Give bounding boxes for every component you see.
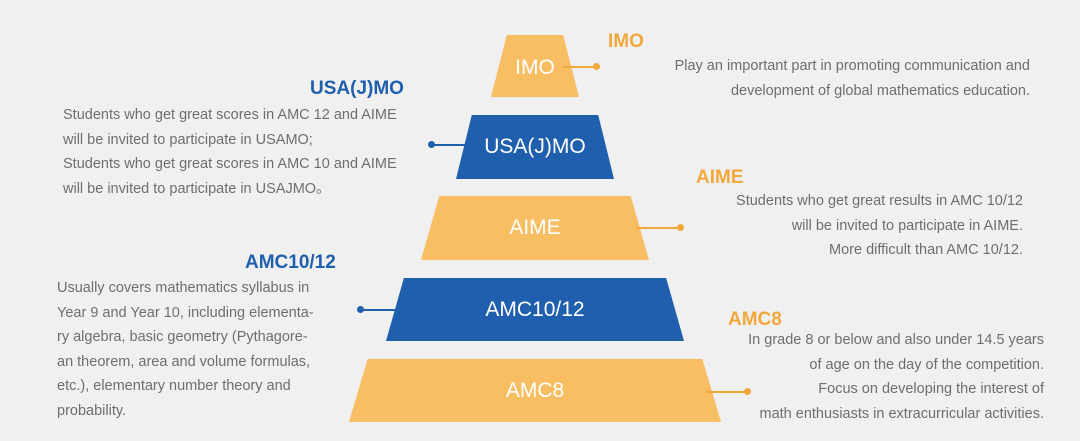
tier-usajmo-label: USA(J)MO <box>484 135 586 158</box>
aime-line: More difficult than AMC 10/12. <box>829 242 1023 258</box>
amc8-line: In grade 8 or below and also under 14.5 … <box>748 332 1044 348</box>
tier-amc1012-label: AMC10/12 <box>485 297 585 321</box>
amc1012-line: Usually covers mathematics syllabus in <box>57 280 310 296</box>
imo-line: Play an important part in promoting comm… <box>674 58 1030 74</box>
imo-connector <box>563 66 597 68</box>
tier-amc8-label: AMC8 <box>505 378 565 402</box>
aime-connector <box>636 227 682 229</box>
aime-line: will be invited to participate in AIME. <box>791 217 1023 234</box>
amc1012-connector <box>361 309 397 311</box>
imo-line: development of global mathematics educat… <box>730 82 1030 99</box>
imo-title: IMO <box>608 31 644 52</box>
amc8-line: Focus on developing the interest of <box>818 381 1044 397</box>
tier-amc8: AMC8 <box>349 359 721 422</box>
usajmo-line: will be invited to participate in USAJMO… <box>63 180 331 197</box>
amc8-dot <box>744 387 751 395</box>
aime-title: AIME <box>696 167 744 188</box>
aime-description: Students who get great results in AMC 10… <box>736 189 1023 263</box>
usajmo-title: USA(J)MO <box>310 78 404 99</box>
tier-usajmo: USA(J)MO <box>456 115 614 179</box>
amc1012-title: AMC10/12 <box>245 252 336 273</box>
amc1012-dot <box>357 306 364 313</box>
usajmo-description: Students who get great scores in AMC 12 … <box>63 103 397 201</box>
usajmo-line: will be invited to participate in USAMO; <box>63 131 313 148</box>
amc8-description: In grade 8 or below and also under 14.5 … <box>748 328 1044 426</box>
amc1012-line: probability. <box>57 402 127 419</box>
imo-description: Play an important part in promoting comm… <box>675 54 1030 103</box>
amc8-title: AMC8 <box>728 309 782 330</box>
tier-amc1012: AMC10/12 <box>386 278 684 341</box>
usajmo-line: Students who get great scores in AMC 12 … <box>63 107 397 123</box>
amc8-connector <box>706 391 748 393</box>
amc8-line: math enthusiasts in extracurricular acti… <box>759 405 1044 422</box>
tier-imo-label: IMO <box>515 56 555 79</box>
usajmo-dot <box>428 141 435 148</box>
aime-line: Students who get great results in AMC 10… <box>736 193 1023 209</box>
amc1012-line: ry algebra, basic geometry (Pythagore- <box>57 329 308 345</box>
tier-aime-label: AIME <box>509 216 561 239</box>
amc1012-line: an theorem, area and volume formulas, <box>57 353 311 370</box>
amc1012-line: Year 9 and Year 10, including elementa- <box>57 304 314 321</box>
aime-dot <box>677 223 684 231</box>
amc1012-description: Usually covers mathematics syllabus in Y… <box>57 276 314 423</box>
tier-aime: AIME <box>421 196 649 260</box>
imo-dot <box>593 62 600 70</box>
amc1012-line: etc.), elementary number theory and <box>57 378 291 394</box>
usajmo-connector <box>432 144 476 146</box>
amc8-line: of age on the day of the competition. <box>809 356 1044 373</box>
usajmo-line: Students who get great scores in AMC 10 … <box>63 156 397 172</box>
